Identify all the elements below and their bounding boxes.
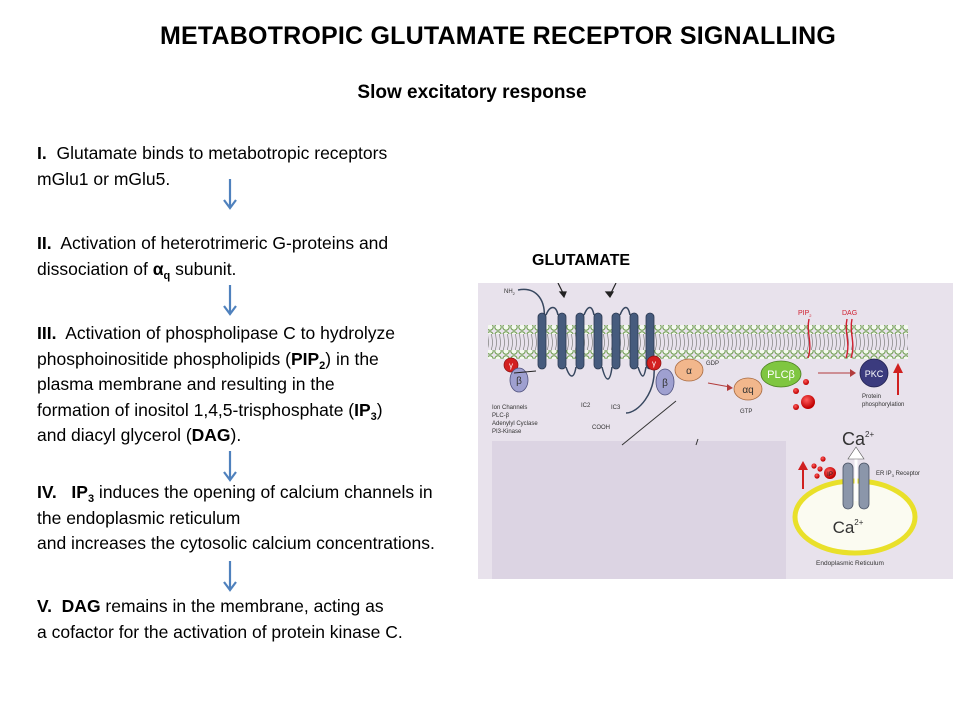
step-4-line1: induces the opening of calcium channels … — [94, 482, 433, 502]
effector-pi3k: PI3-Kinase — [492, 429, 522, 435]
pip-term: PIP — [290, 348, 320, 369]
nh2-label: NH2 — [504, 289, 516, 296]
step-3-line3: plasma membrane and resulting in the — [37, 374, 335, 394]
effector-ion-channels: Ion Channels — [492, 405, 527, 411]
step-3-line4b: ) — [376, 399, 383, 420]
down-arrow-icon — [223, 285, 237, 316]
membrane-outer-heads — [488, 325, 908, 334]
step-3: III. Activation of phospholipase C to hy… — [37, 321, 395, 449]
mglu-receptor — [537, 312, 655, 370]
membrane-tails — [488, 334, 908, 350]
er-ip3-receptor — [842, 462, 870, 510]
step-4-number: IV. — [37, 482, 57, 502]
svg-text:β: β — [516, 376, 522, 387]
ip-term: IP — [71, 482, 88, 502]
pip2-label: PIP2 — [798, 310, 812, 318]
gamma-subunit-right — [646, 355, 662, 371]
alpha-q-subunit — [733, 377, 763, 401]
dag-term: DAG — [191, 425, 231, 445]
step-5-line1: remains in the membrane, acting as — [100, 596, 384, 616]
page-subtitle: Slow excitatory response — [357, 82, 587, 103]
step-3-line1: Activation of phospholipase C to hydroly… — [65, 323, 395, 343]
alpha-subscript: q — [163, 269, 171, 282]
protein-phos-2: phosphorylation — [862, 402, 904, 408]
dag-term: DAG — [61, 596, 101, 616]
er-calcium: Ca2+ — [833, 518, 864, 537]
page-title: METABOTROPIC GLUTAMATE RECEPTOR SIGNALLI… — [160, 22, 836, 50]
step-3-line4a: formation of inositol 1,4,5-trisphosphat… — [37, 399, 355, 420]
svg-text:PLCβ: PLCβ — [767, 369, 795, 381]
step-3-line5a: and diacyl glycerol ( — [37, 425, 192, 445]
step-1-line2: mGlu1 or mGlu5. — [37, 168, 171, 189]
dag-label: DAG — [842, 310, 857, 317]
pkc — [859, 358, 889, 388]
alpha-symbol: α — [152, 258, 164, 279]
step-4: IV. IP3 induces the opening of calcium c… — [37, 480, 435, 557]
ip-term: IP — [354, 399, 371, 420]
signalling-diagram-graphic: NH2 γ β — [488, 283, 920, 579]
pip-subscript: 2 — [319, 359, 326, 372]
svg-text:γ: γ — [509, 361, 513, 370]
step-2-line1: Activation of heterotrimeric G-proteins … — [60, 233, 389, 253]
step-3-line2b: ) in the — [325, 348, 379, 369]
ip-subscript: 3 — [370, 410, 377, 423]
down-arrow-icon — [223, 451, 237, 482]
step-4-line3: and increases the cytosolic calcium conc… — [37, 533, 435, 553]
step-4-line2: the endoplasmic reticulum — [37, 507, 241, 528]
svg-text:β: β — [662, 378, 668, 389]
effector-plc: PLC-β — [492, 413, 510, 419]
diagram-heading: GLUTAMATE — [532, 252, 631, 269]
step-1: I. Glutamate binds to metabotropic recep… — [37, 141, 387, 192]
alpha-subunit — [674, 358, 704, 382]
er-ip3-receptor-label: ER IP3 Receptor — [876, 471, 920, 478]
cooh-label: COOH — [592, 425, 610, 431]
protein-phos-1: Protein — [862, 394, 881, 400]
gamma-subunit-left — [503, 357, 519, 373]
step-2: II. Activation of heterotrimeric G-prote… — [37, 231, 388, 282]
gdp-label: GDP — [706, 361, 719, 367]
gtp-label: GTP — [740, 409, 752, 415]
step-3-line5b: ). — [230, 425, 242, 445]
step-3-line2a: phosphoinositide phospholipids ( — [37, 348, 291, 369]
ic2-label: IC2 — [581, 403, 591, 409]
ic3-label: IC3 — [611, 405, 621, 411]
step-2-line2a: dissociation of — [37, 258, 153, 279]
step-2-number: II. — [37, 233, 52, 253]
step-1-number: I. — [37, 143, 47, 163]
blank-panel — [492, 441, 786, 579]
step-1-line1: Glutamate binds to metabotropic receptor… — [56, 143, 388, 163]
step-3-number: III. — [37, 323, 57, 343]
svg-text:α: α — [686, 366, 692, 377]
er-label: Endoplasmic Reticulum — [816, 560, 884, 567]
cytosolic-calcium: Ca2+ — [842, 429, 874, 449]
svg-text:γ: γ — [652, 359, 656, 368]
step-5-number: V. — [37, 596, 52, 616]
down-arrow-icon — [223, 179, 237, 210]
plc-beta — [760, 360, 802, 388]
beta-subunit-right — [655, 368, 675, 396]
signalling-diagram: NH2 γ β — [478, 283, 953, 579]
ip3-molecules — [793, 379, 836, 479]
step-5: V. DAG remains in the membrane, acting a… — [37, 594, 403, 645]
beta-subunit-left — [509, 367, 529, 393]
svg-text:IP: IP — [827, 472, 833, 478]
effector-adenylyl-cyclase: Adenylyl Cyclase — [492, 421, 538, 427]
step-5-line2: a cofactor for the activation of protein… — [37, 621, 403, 642]
svg-text:αq: αq — [742, 385, 753, 396]
down-arrow-icon — [223, 561, 237, 592]
membrane-inner-heads — [488, 350, 908, 359]
svg-text:PKC: PKC — [865, 369, 884, 379]
step-2-line2b: subunit. — [170, 258, 237, 279]
ip-subscript: 3 — [87, 493, 95, 505]
